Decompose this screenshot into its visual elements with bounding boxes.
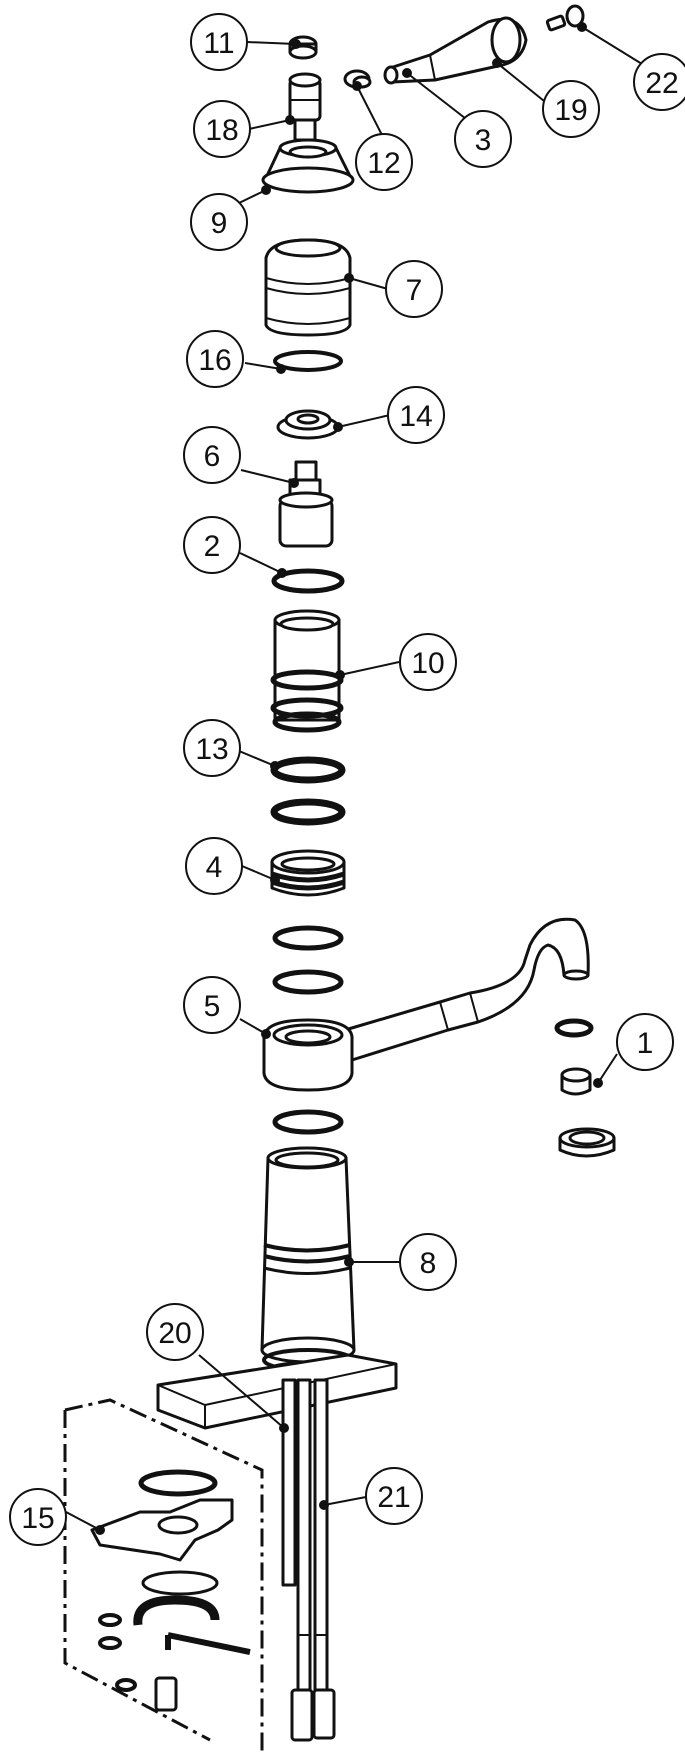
part-16-o-ring — [273, 350, 343, 372]
part-19-lever-handle — [383, 16, 528, 85]
part-1-aerator — [554, 1018, 616, 1158]
callout-label: 14 — [399, 400, 432, 433]
callout-18: 18 — [193, 100, 251, 158]
part-15-mounting-kit — [63, 1398, 264, 1753]
callout-4: 4 — [185, 837, 243, 895]
callout-label: 22 — [645, 67, 678, 100]
callout-label: 15 — [21, 1502, 54, 1535]
callout-label: 9 — [211, 207, 228, 240]
callout-label: 1 — [637, 1027, 654, 1060]
callout-12: 12 — [355, 133, 413, 191]
callout-16: 16 — [186, 330, 244, 388]
part-20-mounting-rod — [281, 1378, 297, 1587]
part-14-nut — [276, 409, 340, 440]
callout-label: 3 — [475, 124, 492, 157]
callout-21: 21 — [365, 1467, 423, 1525]
o-ring-c — [272, 1109, 344, 1135]
callout-label: 21 — [377, 1481, 410, 1514]
callout-6: 6 — [183, 426, 241, 484]
callout-label: 16 — [198, 344, 231, 377]
part-13-o-ring — [270, 756, 346, 784]
callouts: 11 18 12 3 19 22 9 7 — [9, 13, 685, 1546]
o-ring-a — [272, 925, 344, 951]
part-7-dome-cover — [264, 238, 352, 337]
callout-label: 12 — [367, 147, 400, 180]
callout-label: 4 — [206, 851, 223, 884]
part-9-cap — [261, 138, 355, 194]
part-10-valve-body — [270, 609, 344, 733]
part-13-o-ring-lower — [270, 798, 346, 826]
callout-19: 19 — [542, 80, 600, 138]
callout-label: 2 — [204, 530, 221, 563]
callout-label: 6 — [204, 440, 221, 473]
callout-11: 11 — [190, 13, 248, 71]
leader-lines — [65, 22, 643, 1535]
callout-label: 19 — [554, 94, 587, 127]
callout-10: 10 — [399, 633, 457, 691]
part-8-body — [260, 1146, 356, 1383]
callout-1: 1 — [616, 1013, 674, 1071]
callout-14: 14 — [387, 386, 445, 444]
callout-label: 13 — [195, 733, 228, 766]
callout-7: 7 — [385, 260, 443, 318]
callout-13: 13 — [183, 719, 241, 777]
callout-3: 3 — [454, 110, 512, 168]
callout-20: 20 — [146, 1303, 204, 1361]
callout-9: 9 — [190, 193, 248, 251]
callout-2: 2 — [183, 516, 241, 574]
part-5-spout — [262, 917, 590, 1092]
callout-label: 5 — [204, 990, 221, 1023]
callout-label: 20 — [158, 1317, 191, 1350]
o-ring-b — [272, 969, 344, 995]
part-21-supply-hoses — [290, 1378, 336, 1742]
part-6-cartridge — [278, 460, 334, 548]
part-4-threaded-ring — [270, 849, 346, 897]
base-plate — [156, 1353, 398, 1430]
callout-label: 8 — [420, 1247, 437, 1280]
callout-label: 18 — [205, 114, 238, 147]
callout-22: 22 — [633, 53, 685, 111]
callout-label: 7 — [406, 274, 423, 307]
callout-label: 10 — [411, 647, 444, 680]
callout-8: 8 — [399, 1233, 457, 1291]
callout-5: 5 — [183, 976, 241, 1034]
part-18-adapter — [288, 72, 322, 142]
part-2-o-ring — [271, 568, 345, 594]
part-22-set-screw — [545, 4, 585, 32]
callout-15: 15 — [9, 1488, 67, 1546]
callout-label: 11 — [203, 27, 234, 60]
